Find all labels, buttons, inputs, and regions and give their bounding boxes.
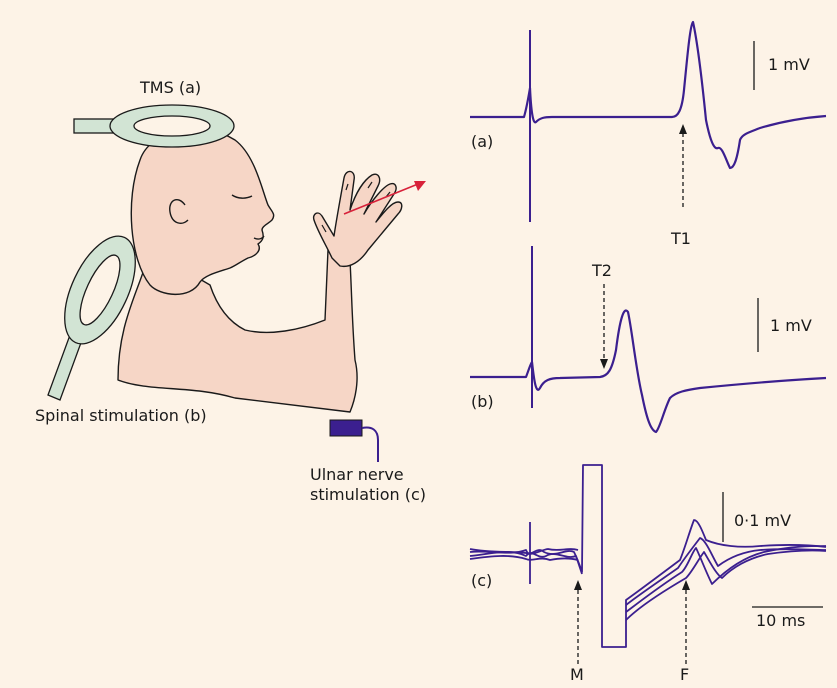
subject-figure	[118, 129, 402, 412]
trace-a-scale-label: 1 mV	[768, 56, 810, 74]
tms-coil	[74, 105, 234, 147]
marker-m-label: M	[570, 666, 584, 684]
time-scale-label: 10 ms	[756, 612, 805, 630]
hand	[314, 171, 402, 266]
marker-f	[682, 580, 690, 666]
trace-a-label: (a)	[471, 133, 493, 151]
trace-c-scale-label: 0·1 mV	[734, 512, 791, 530]
marker-m	[574, 580, 582, 666]
ulnar-electrode	[330, 420, 378, 462]
head	[131, 129, 273, 295]
trace-b-scale-label: 1 mV	[770, 317, 812, 335]
trace-c-label: (c)	[471, 572, 492, 590]
marker-f-label: F	[680, 666, 689, 684]
marker-t1	[679, 124, 687, 210]
ulnar-label-line1: Ulnar nerve	[310, 466, 404, 484]
tms-label: TMS (a)	[140, 79, 201, 97]
spinal-stimulation-label: Spinal stimulation (b)	[35, 407, 207, 425]
trace-b-label: (b)	[471, 393, 494, 411]
trace-a	[470, 22, 826, 222]
trace-b	[470, 246, 826, 432]
marker-t2	[600, 284, 608, 369]
marker-t2-label: T2	[592, 262, 612, 280]
marker-t1-label: T1	[671, 230, 691, 248]
ulnar-label-line2: stimulation (c)	[310, 486, 426, 504]
